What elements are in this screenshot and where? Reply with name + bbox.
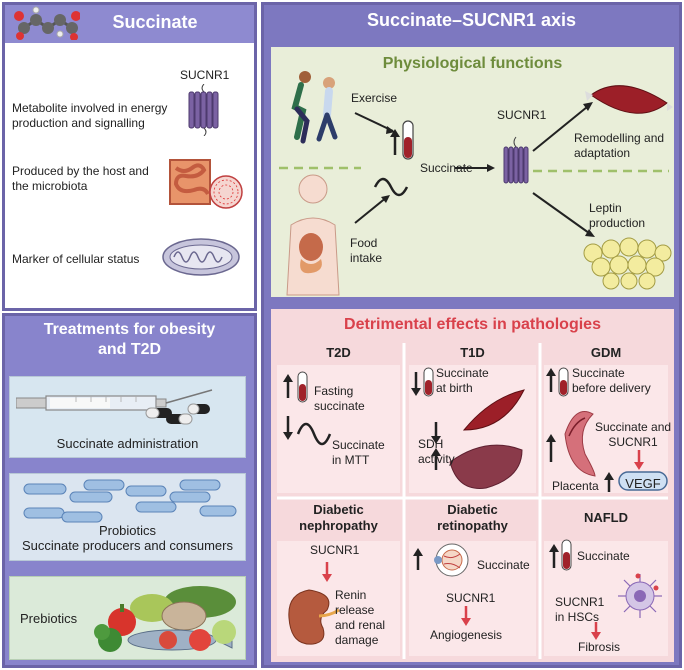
nephro-sucnr1: SUCNR1 bbox=[310, 543, 360, 557]
gdm-vegf: VEGF bbox=[625, 476, 661, 491]
retino-succinate: Succinate bbox=[477, 558, 530, 572]
gdm-icons bbox=[546, 367, 668, 492]
mitochondrion-icon bbox=[162, 238, 240, 276]
axis-title: Succinate–SUCNR1 axis bbox=[366, 10, 577, 30]
t1d-sdh: SDH activity bbox=[418, 437, 455, 466]
retino-arrow bbox=[461, 606, 471, 626]
treatment-succinate-label: Succinate administration bbox=[56, 436, 199, 451]
physio-sucnr1: SUCNR1 bbox=[497, 108, 547, 122]
physio-leptin: Leptin production bbox=[589, 201, 646, 230]
treatment-box-succinate bbox=[9, 376, 246, 458]
treatment-probiotics-label: Probiotics Succinate producers and consu… bbox=[21, 523, 233, 553]
t1d-title: T1D bbox=[460, 345, 485, 360]
physio-succinate: Succinate bbox=[420, 161, 473, 175]
nafld-title: NAFLD bbox=[583, 510, 629, 525]
retino-angio: Angiogenesis bbox=[430, 628, 503, 642]
succinate-point-2: Produced by the host and the microbiota bbox=[12, 164, 149, 193]
sucnr1-receptor-icon bbox=[188, 84, 219, 136]
adipose-icon bbox=[583, 237, 672, 290]
person-eating-icon bbox=[286, 174, 340, 296]
gdm-before: Succinate before delivery bbox=[572, 366, 651, 395]
retino-sucnr1: SUCNR1 bbox=[446, 591, 496, 605]
succinate-molecule-icon bbox=[14, 6, 80, 40]
succinate-title: Succinate bbox=[112, 12, 198, 32]
treatments-title: Treatments for obesity and T2D bbox=[43, 321, 216, 358]
kidney-icon bbox=[288, 562, 340, 645]
nafld-succinate: Succinate bbox=[577, 549, 630, 563]
nafld-fibrosis: Fibrosis bbox=[578, 640, 621, 654]
succinate-point-1: Metabolite involved in energy production… bbox=[12, 101, 168, 130]
gdm-sucnr1: Succinate and SUCNR1 bbox=[595, 420, 672, 449]
detrimental-title: Detrimental effects in pathologies bbox=[344, 316, 601, 333]
physio-remodelling: Remodelling and adaptation bbox=[574, 131, 665, 160]
nafld-icons bbox=[549, 539, 662, 640]
treatment-prebiotics-label: Prebiotics bbox=[20, 611, 78, 626]
nephro-renin: Renin release and renal damage bbox=[335, 588, 386, 647]
retino-title: Diabetic retinopathy bbox=[437, 502, 508, 533]
intestine-icon bbox=[169, 159, 243, 209]
physio-diagram bbox=[279, 71, 673, 296]
physio-title: Physiological functions bbox=[382, 55, 563, 72]
t2d-icons bbox=[283, 371, 332, 446]
eye-icon bbox=[413, 543, 469, 577]
t1d-icons bbox=[411, 367, 525, 489]
t2d-fasting: Fasting succinate bbox=[314, 384, 365, 413]
runners-icon bbox=[291, 71, 338, 144]
nephro-title: Diabetic nephropathy bbox=[299, 502, 378, 533]
succinate-point-3: Marker of cellular status bbox=[12, 252, 140, 266]
gdm-placenta: Placenta bbox=[552, 479, 599, 493]
vegetables-icon bbox=[94, 586, 236, 652]
physio-exercise: Exercise bbox=[351, 91, 398, 105]
t2d-mtt: Succinate in MTT bbox=[332, 438, 385, 467]
nafld-hsc: SUCNR1 in HSCs bbox=[555, 595, 605, 624]
sucnr1-label-left: SUCNR1 bbox=[180, 68, 230, 82]
t1d-birth: Succinate at birth bbox=[436, 366, 489, 395]
physio-food-intake: Food intake bbox=[350, 236, 383, 265]
gdm-title: GDM bbox=[590, 345, 622, 360]
t2d-title: T2D bbox=[326, 345, 351, 360]
syringe-icon bbox=[16, 389, 213, 425]
hsc-cell-icon bbox=[618, 573, 662, 618]
bacteria-icon bbox=[23, 479, 237, 523]
muscle-icon bbox=[585, 85, 673, 114]
